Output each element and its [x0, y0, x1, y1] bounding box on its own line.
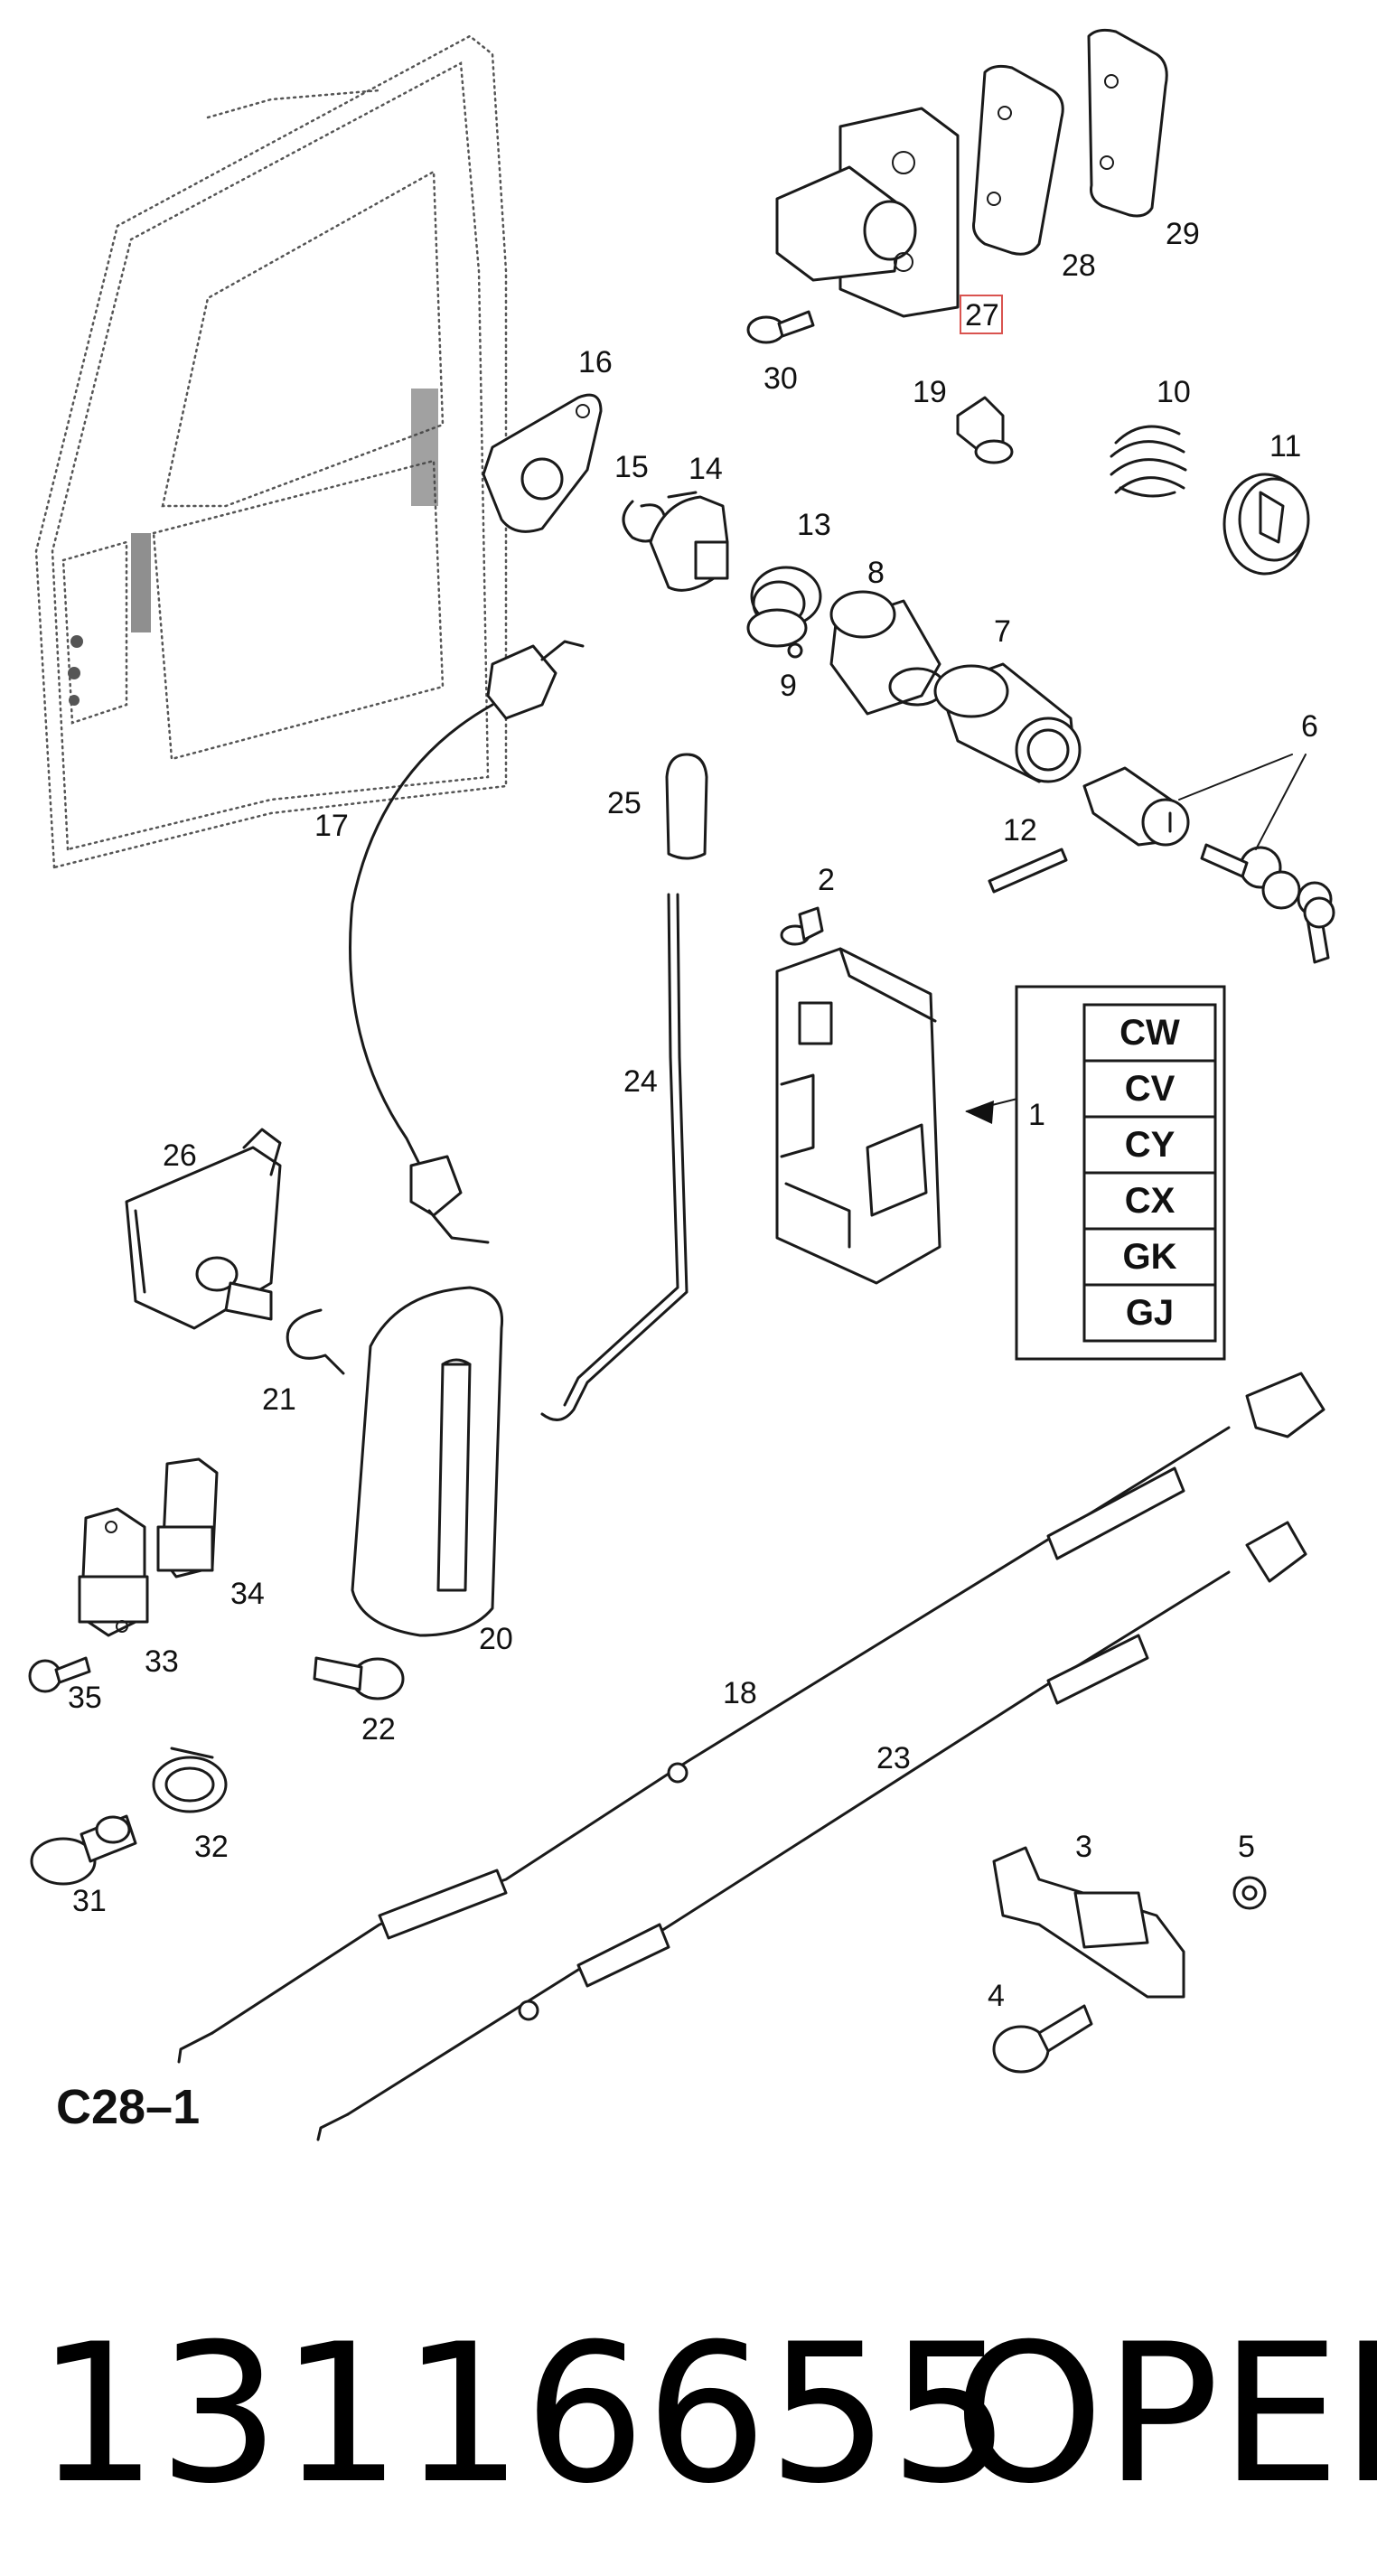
- brand-name: OPEL: [953, 2302, 1377, 2525]
- bolt-4: [992, 2004, 1093, 2074]
- callout-22: 22: [361, 1712, 396, 1747]
- cylinder-6: [1082, 766, 1190, 847]
- callout-27-highlight: 27: [960, 295, 1003, 334]
- spring-13: [746, 566, 822, 648]
- callout-12: 12: [1003, 813, 1037, 848]
- variant-code-cw: CW: [1119, 1013, 1180, 1053]
- shim-plate-29: [1087, 28, 1168, 218]
- figure-label: C28–1: [56, 2080, 200, 2134]
- callout-16: 16: [578, 345, 613, 379]
- ring-9: [787, 642, 803, 659]
- variant-code-cy: CY: [1125, 1125, 1176, 1165]
- callout-14: 14: [688, 452, 723, 486]
- bracket-26: [125, 1128, 282, 1330]
- variant-code-cell: [1082, 1283, 1217, 1343]
- rod-24: [540, 893, 688, 1421]
- callout-26: 26: [163, 1138, 197, 1173]
- door-outline: [34, 34, 508, 869]
- barrel-7: [933, 662, 1082, 783]
- variant-code-cv: CV: [1125, 1069, 1176, 1109]
- striker-34: [156, 1457, 219, 1578]
- callout-6: 6: [1301, 709, 1318, 744]
- variant-code-cell: [1082, 1171, 1217, 1231]
- variant-code-gj: GJ: [1126, 1293, 1174, 1333]
- callout-2: 2: [818, 863, 835, 897]
- callout-25: 25: [607, 786, 642, 820]
- callout-20: 20: [479, 1622, 513, 1656]
- callout-27: 27: [965, 298, 999, 333]
- variant-code-gk: GK: [1123, 1237, 1177, 1277]
- bumper-33: [78, 1507, 149, 1637]
- callout-34: 34: [230, 1577, 265, 1611]
- callout-19: 19: [913, 375, 947, 409]
- callout-24: 24: [623, 1064, 658, 1099]
- cable-23: [316, 1521, 1307, 2141]
- variant-code-cell: [1082, 1059, 1217, 1119]
- clip-19: [956, 396, 1014, 464]
- handle-20: [351, 1286, 504, 1637]
- variant-code-table: CW CV CY CX GK GJ: [1015, 985, 1226, 1361]
- callouts: 1 2 3 4 5 6 7 8 9 10 11 12 13 14 15 16 1…: [68, 217, 1318, 2013]
- callout-31: 31: [72, 1884, 107, 1918]
- callout-5: 5: [1238, 1830, 1255, 1864]
- callout-8: 8: [867, 556, 885, 590]
- lever-16: [482, 393, 603, 533]
- callout-23: 23: [876, 1741, 911, 1775]
- callout-30: 30: [763, 361, 798, 396]
- callout-18: 18: [723, 1676, 757, 1710]
- keys-6: [1200, 843, 1335, 964]
- callout-7: 7: [994, 614, 1011, 649]
- pin-31: [30, 1814, 137, 1886]
- bushing-32: [152, 1747, 228, 1813]
- striker-bracket: [775, 107, 960, 318]
- callout-17: 17: [314, 809, 349, 843]
- lock-module-1: [775, 947, 941, 1285]
- pin-12: [988, 848, 1068, 894]
- callout-29: 29: [1166, 217, 1200, 251]
- variant-code-cell: [1082, 1003, 1217, 1063]
- nut-5: [1232, 1876, 1267, 1910]
- cable-18: [177, 1372, 1325, 2064]
- screw-22: [313, 1656, 405, 1700]
- variant-code-cell: [1082, 1115, 1217, 1175]
- callout-1: 1: [1028, 1098, 1045, 1132]
- callout-13: 13: [797, 508, 831, 542]
- part-number: 13116655: [36, 2302, 1011, 2525]
- leader-lines: [965, 754, 1307, 1124]
- screw-35: [28, 1656, 91, 1693]
- callout-3: 3: [1075, 1830, 1092, 1864]
- screw-30: [746, 310, 815, 344]
- cable-17: [349, 640, 585, 1244]
- bracket-3: [992, 1846, 1185, 1999]
- callout-33: 33: [145, 1644, 179, 1679]
- callout-15: 15: [614, 450, 649, 484]
- callout-21: 21: [262, 1382, 296, 1417]
- variant-code-cx: CX: [1125, 1181, 1176, 1221]
- cap-11: [1222, 473, 1310, 576]
- spring-10: [1110, 425, 1187, 498]
- callout-28: 28: [1062, 248, 1096, 283]
- housing-8: [829, 590, 946, 716]
- callout-10: 10: [1157, 375, 1191, 409]
- cam-14: [649, 491, 729, 592]
- cap-25: [665, 753, 708, 860]
- callout-32: 32: [194, 1830, 229, 1864]
- screw-2: [780, 906, 824, 946]
- callout-9: 9: [780, 669, 797, 703]
- spring-clip-21: [286, 1308, 345, 1375]
- callout-4: 4: [988, 1979, 1005, 2013]
- callout-35: 35: [68, 1681, 102, 1715]
- callout-11: 11: [1269, 429, 1301, 464]
- shim-plate-28: [972, 64, 1064, 256]
